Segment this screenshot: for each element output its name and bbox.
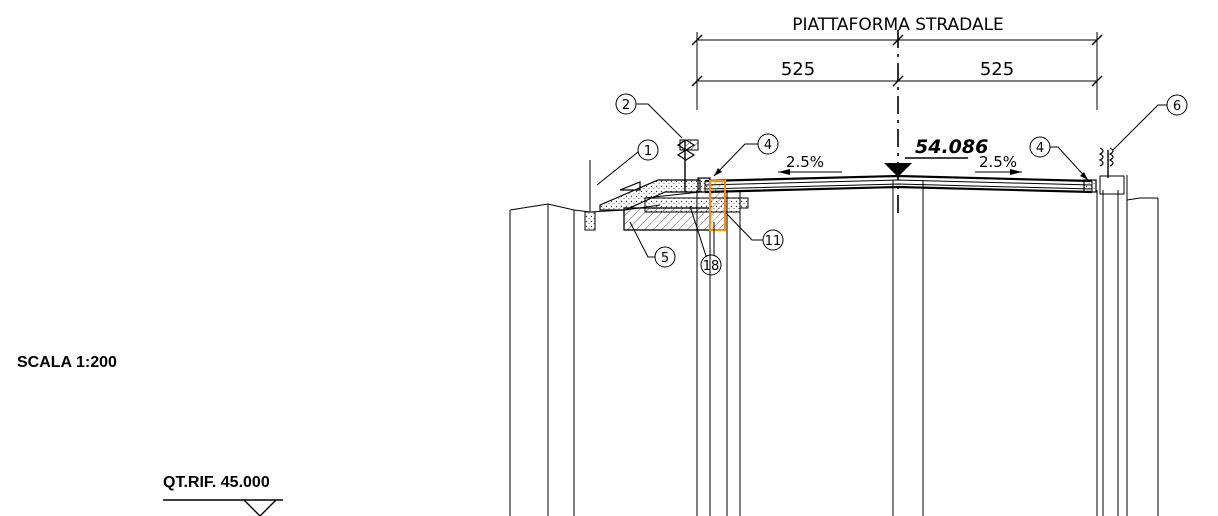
ground-profile-right xyxy=(1126,197,1158,201)
reference-level-label: QT.RIF. 45.000 xyxy=(163,474,270,491)
svg-text:11: 11 xyxy=(765,234,782,249)
callout-2: 2 xyxy=(615,93,683,139)
scale-label: SCALA 1:200 xyxy=(17,354,117,371)
guard-rail-right xyxy=(1098,147,1114,178)
svg-text:2: 2 xyxy=(622,98,630,113)
svg-text:4: 4 xyxy=(1036,141,1044,156)
elevation-marker xyxy=(884,157,968,177)
highlighted-element xyxy=(709,180,726,231)
svg-text:1: 1 xyxy=(644,144,652,159)
curb-left xyxy=(697,177,711,193)
elevation-value: 54.086 xyxy=(915,136,988,158)
dimension-right: 525 xyxy=(980,59,1014,80)
callout-4-right: 4 xyxy=(1029,136,1089,181)
right-barrier-base xyxy=(1099,175,1125,195)
slope-left xyxy=(778,169,842,175)
sub-dimension-line xyxy=(691,75,1103,87)
slope-right xyxy=(975,169,1022,175)
callout-11: 11 xyxy=(725,212,784,251)
callout-4-left: 4 xyxy=(713,133,779,177)
svg-text:6: 6 xyxy=(1173,99,1181,114)
reference-level-marker xyxy=(163,499,283,516)
callout-6: 6 xyxy=(1112,94,1188,151)
slope-right-label: 2.5% xyxy=(979,153,1017,171)
guard-rail-left xyxy=(676,139,699,192)
platform-title: PIATTAFORMA STRADALE xyxy=(792,15,1004,35)
svg-text:5: 5 xyxy=(661,251,669,266)
fence-post-left xyxy=(584,160,596,231)
callout-5: 5 xyxy=(629,221,676,268)
callout-18: 18 xyxy=(689,205,722,276)
slope-left-label: 2.5% xyxy=(786,153,824,171)
callout-1: 1 xyxy=(596,139,659,186)
svg-text:18: 18 xyxy=(703,259,720,274)
dimension-left: 525 xyxy=(781,59,815,80)
top-dimension-line xyxy=(691,32,1103,110)
pile-lines xyxy=(509,175,1128,516)
curb-right xyxy=(1083,179,1097,193)
svg-text:4: 4 xyxy=(764,138,772,153)
